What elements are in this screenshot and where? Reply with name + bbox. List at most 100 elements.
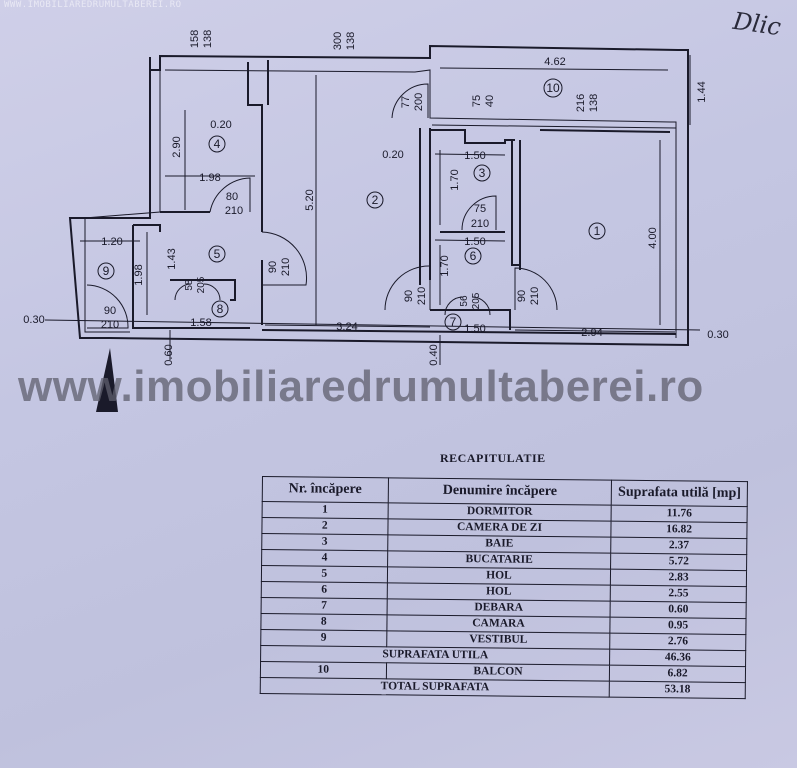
cell-nr: 8 [260, 613, 387, 631]
dim-020b: 0.20 [382, 149, 403, 161]
dim-150c: 1.50 [464, 323, 485, 335]
cell-area: 16.82 [611, 521, 748, 539]
dim-210e: 210 [529, 287, 541, 305]
floor-plan: 4 2 10 3 1 5 6 9 8 7 4.62 0.20 0.20 1.50… [23, 30, 729, 412]
room-circle-4 [208, 135, 226, 153]
door-balcony [391, 83, 429, 119]
hall-wall-2 [133, 224, 161, 232]
dim-150a: 1.50 [464, 150, 485, 162]
dim-90d: 90 [104, 305, 116, 317]
room-circle-1 [588, 222, 606, 240]
dim-58: 58 [184, 279, 195, 291]
dim-line-bottom [44, 319, 701, 331]
dim-462: 4.62 [544, 56, 565, 68]
cell-nr: 1 [262, 501, 388, 519]
dim-170a: 1.70 [449, 169, 461, 190]
dim-158b: 1.58 [190, 317, 211, 329]
balcon-area: 6.82 [609, 665, 746, 683]
balcony-wall [431, 124, 677, 129]
room-circle-8 [211, 300, 229, 318]
dim-210c: 210 [280, 258, 292, 276]
cell-nr: 9 [260, 629, 387, 647]
dim-90a: 90 [267, 261, 279, 273]
outer-wall [68, 44, 689, 347]
cell-area: 2.76 [610, 633, 746, 651]
room-number-4: 4 [214, 137, 221, 151]
cell-area: 2.83 [610, 569, 747, 587]
door-living [261, 231, 308, 286]
dim-520: 5.20 [304, 189, 316, 210]
recap-table: Nr. încăpere Denumire încăpere Suprafata… [260, 476, 748, 699]
dim-120: 1.20 [101, 236, 122, 248]
dim-138b: 138 [345, 32, 357, 50]
dim-400: 4.00 [647, 227, 659, 248]
dim-210b: 210 [471, 218, 489, 230]
dim-75a: 75 [471, 95, 483, 107]
dim-210f: 210 [101, 319, 119, 331]
total-value: 53.18 [609, 681, 746, 699]
door-vestibule [86, 284, 129, 329]
dim-170b: 1.70 [439, 255, 451, 276]
dim-line-324 [264, 324, 431, 328]
room-number-6: 6 [470, 249, 477, 263]
door-bath [461, 195, 497, 231]
north-arrow [96, 348, 118, 412]
dim-150b: 1.50 [464, 236, 485, 248]
door-kitchen [209, 177, 251, 213]
door-pantry [174, 283, 221, 301]
cell-nr: 6 [261, 581, 388, 599]
dim-060: 0.60 [163, 344, 175, 365]
balcon-nr: 10 [260, 661, 387, 679]
dim-290: 2.90 [171, 136, 183, 157]
kitchen-wall [247, 62, 263, 232]
door-hall-left [384, 265, 431, 311]
cell-area: 0.95 [610, 617, 747, 635]
dim-020a: 0.20 [210, 119, 231, 131]
bath-right [511, 140, 520, 266]
pantry-wall [170, 279, 236, 301]
dim-144: 1.44 [696, 81, 708, 102]
cell-nr: 3 [261, 533, 388, 551]
room-number-3: 3 [479, 166, 486, 180]
dim-line-150b [434, 239, 506, 242]
door-closet [444, 296, 491, 316]
total-label: TOTAL SUPRAFATA [260, 677, 610, 698]
dim-138a: 138 [202, 30, 214, 48]
room-circle-6 [464, 247, 482, 265]
dim-56: 56 [459, 295, 470, 307]
dim-77: 77 [400, 96, 412, 108]
cell-area: 5.72 [610, 553, 747, 571]
dim-158: 158 [189, 30, 201, 48]
cell-area: 2.55 [610, 585, 747, 603]
dim-216: 216 [575, 94, 587, 112]
dim-75b: 75 [474, 203, 486, 215]
dim-205b: 205 [471, 292, 482, 309]
header-area: Suprafata utilă [mp] [611, 480, 748, 507]
room-circle-5 [208, 245, 226, 263]
dim-80: 80 [226, 191, 238, 203]
dim-324: 3.24 [336, 321, 357, 333]
dim-90b: 90 [403, 290, 415, 302]
room-circle-9 [97, 262, 115, 280]
cell-nr: 7 [261, 597, 387, 615]
dim-210d: 210 [416, 287, 428, 305]
dim-200: 200 [413, 93, 425, 111]
bath-wall [430, 129, 515, 144]
dim-line-462 [439, 67, 669, 71]
room-number-7: 7 [450, 315, 457, 329]
header-name: Denumire încăpere [387, 477, 612, 506]
room-number-8: 8 [217, 302, 224, 316]
dim-138c: 138 [588, 94, 600, 112]
inner-outline [164, 69, 677, 338]
room-number-10: 10 [546, 81, 560, 95]
dim-198b: 1.98 [133, 264, 145, 285]
room-number-9: 9 [103, 264, 110, 278]
dim-143: 1.43 [166, 248, 178, 269]
website-watermark: www.imobiliaredrumultaberei.ro [18, 362, 704, 411]
door-hall-right [514, 267, 558, 311]
inner-bottom [261, 329, 677, 335]
dim-90c: 90 [516, 290, 528, 302]
dim-030a: 0.30 [23, 314, 44, 326]
closet-wall [430, 309, 511, 330]
dim-198a: 1.98 [199, 172, 220, 184]
